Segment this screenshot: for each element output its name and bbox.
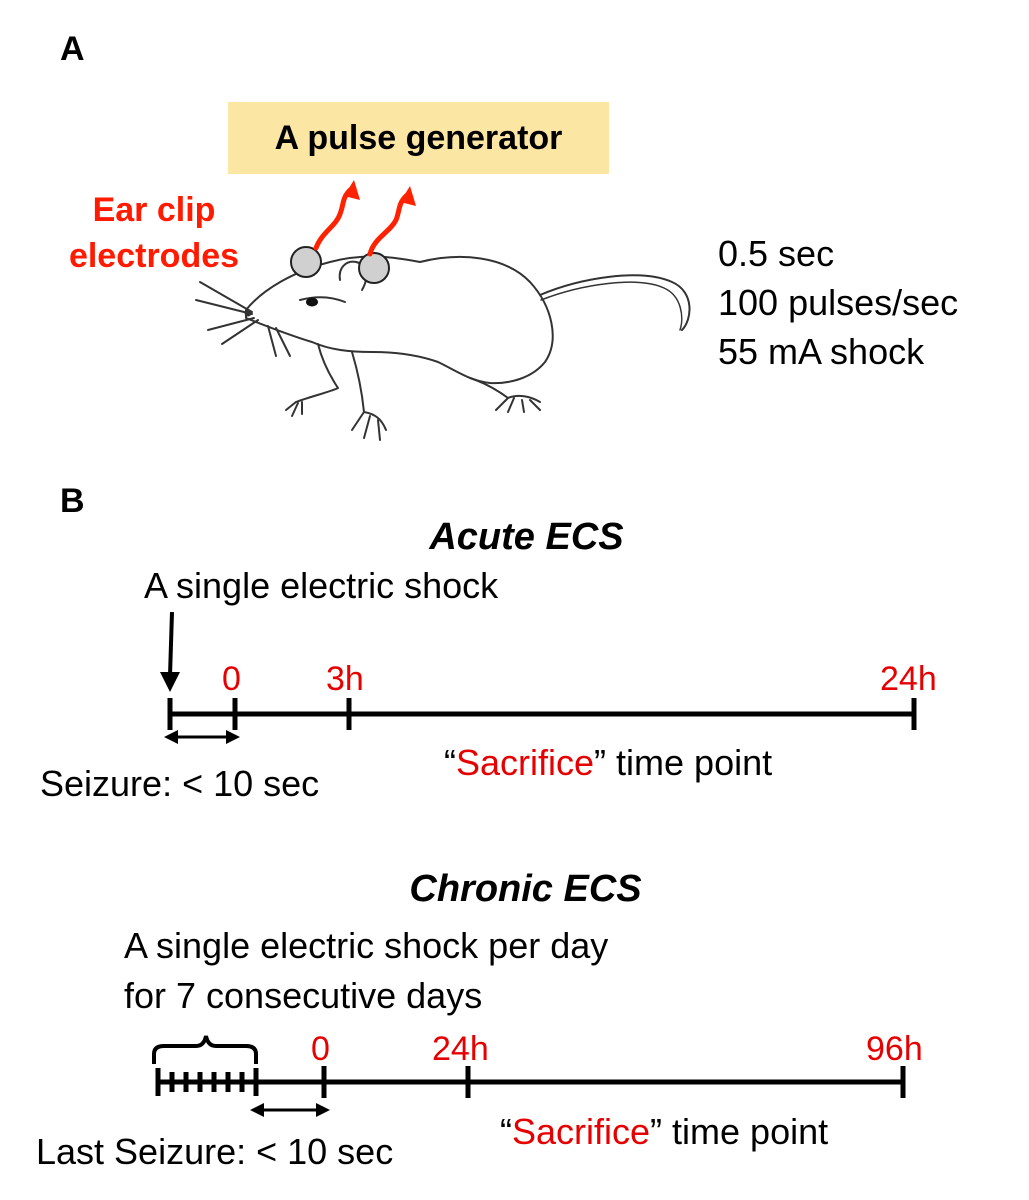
wire-arrowhead-right — [400, 186, 416, 206]
chronic-days-brace — [152, 1035, 258, 1064]
pulse-generator-box: A pulse generator — [228, 102, 609, 174]
acute-shock-arrow — [168, 611, 174, 677]
acute-seizure-note: Seizure: < 10 sec — [40, 763, 320, 804]
chronic-timeline — [155, 1066, 906, 1098]
acute-tick-label-24h: 24h — [880, 660, 937, 698]
ear-clip-electrodes-label: Ear clip electrodes — [48, 188, 260, 280]
pulse-generator-label: A pulse generator — [274, 118, 563, 157]
mouse-tail — [539, 274, 691, 331]
chronic-sacrifice-word: Sacrifice — [512, 1111, 651, 1152]
mouse-eye — [306, 297, 318, 307]
chronic-title: Chronic ECS — [409, 868, 642, 910]
acute-timeline — [167, 698, 917, 730]
chronic-tick-label-24h: 24h — [432, 1030, 489, 1068]
acute-tick-label-3h: 3h — [326, 660, 364, 698]
electrodes-label-line2: electrodes — [68, 236, 240, 275]
mouse-body — [245, 255, 554, 385]
acute-shock-label: A single electric shock — [144, 565, 499, 606]
chronic-seizure-note: Last Seizure: < 10 sec — [36, 1131, 394, 1172]
electrodes-label-line1: Ear clip — [92, 191, 216, 229]
param-frequency: 100 pulses/sec — [718, 282, 959, 323]
chronic-tick-label-96h: 96h — [866, 1030, 923, 1068]
mouse-illustration — [195, 255, 691, 441]
chronic-sacrifice-rest: time point — [662, 1111, 829, 1152]
wire-arrowhead-left — [344, 180, 360, 200]
param-current: 55 mA shock — [718, 331, 925, 372]
param-duration: 0.5 sec — [718, 233, 835, 274]
panel-b-label: B — [60, 482, 85, 520]
electrode-wires — [313, 187, 409, 257]
electrode-right — [358, 252, 390, 284]
acute-sacrifice-note: “Sacrifice” time point — [444, 742, 773, 783]
acute-sacrifice-word: Sacrifice — [456, 742, 595, 783]
chronic-sacrifice-note: “Sacrifice” time point — [500, 1111, 829, 1152]
chronic-tick-label-0: 0 — [311, 1030, 330, 1068]
chronic-shock-line2: for 7 consecutive days — [124, 975, 483, 1016]
acute-title: Acute ECS — [429, 516, 624, 558]
panel-a-label: A — [60, 30, 85, 68]
acute-sacrifice-rest: time point — [606, 742, 773, 783]
chronic-shock-line1: A single electric shock per day — [124, 925, 609, 966]
acute-tick-label-0: 0 — [222, 660, 241, 698]
electrode-left — [290, 246, 322, 278]
